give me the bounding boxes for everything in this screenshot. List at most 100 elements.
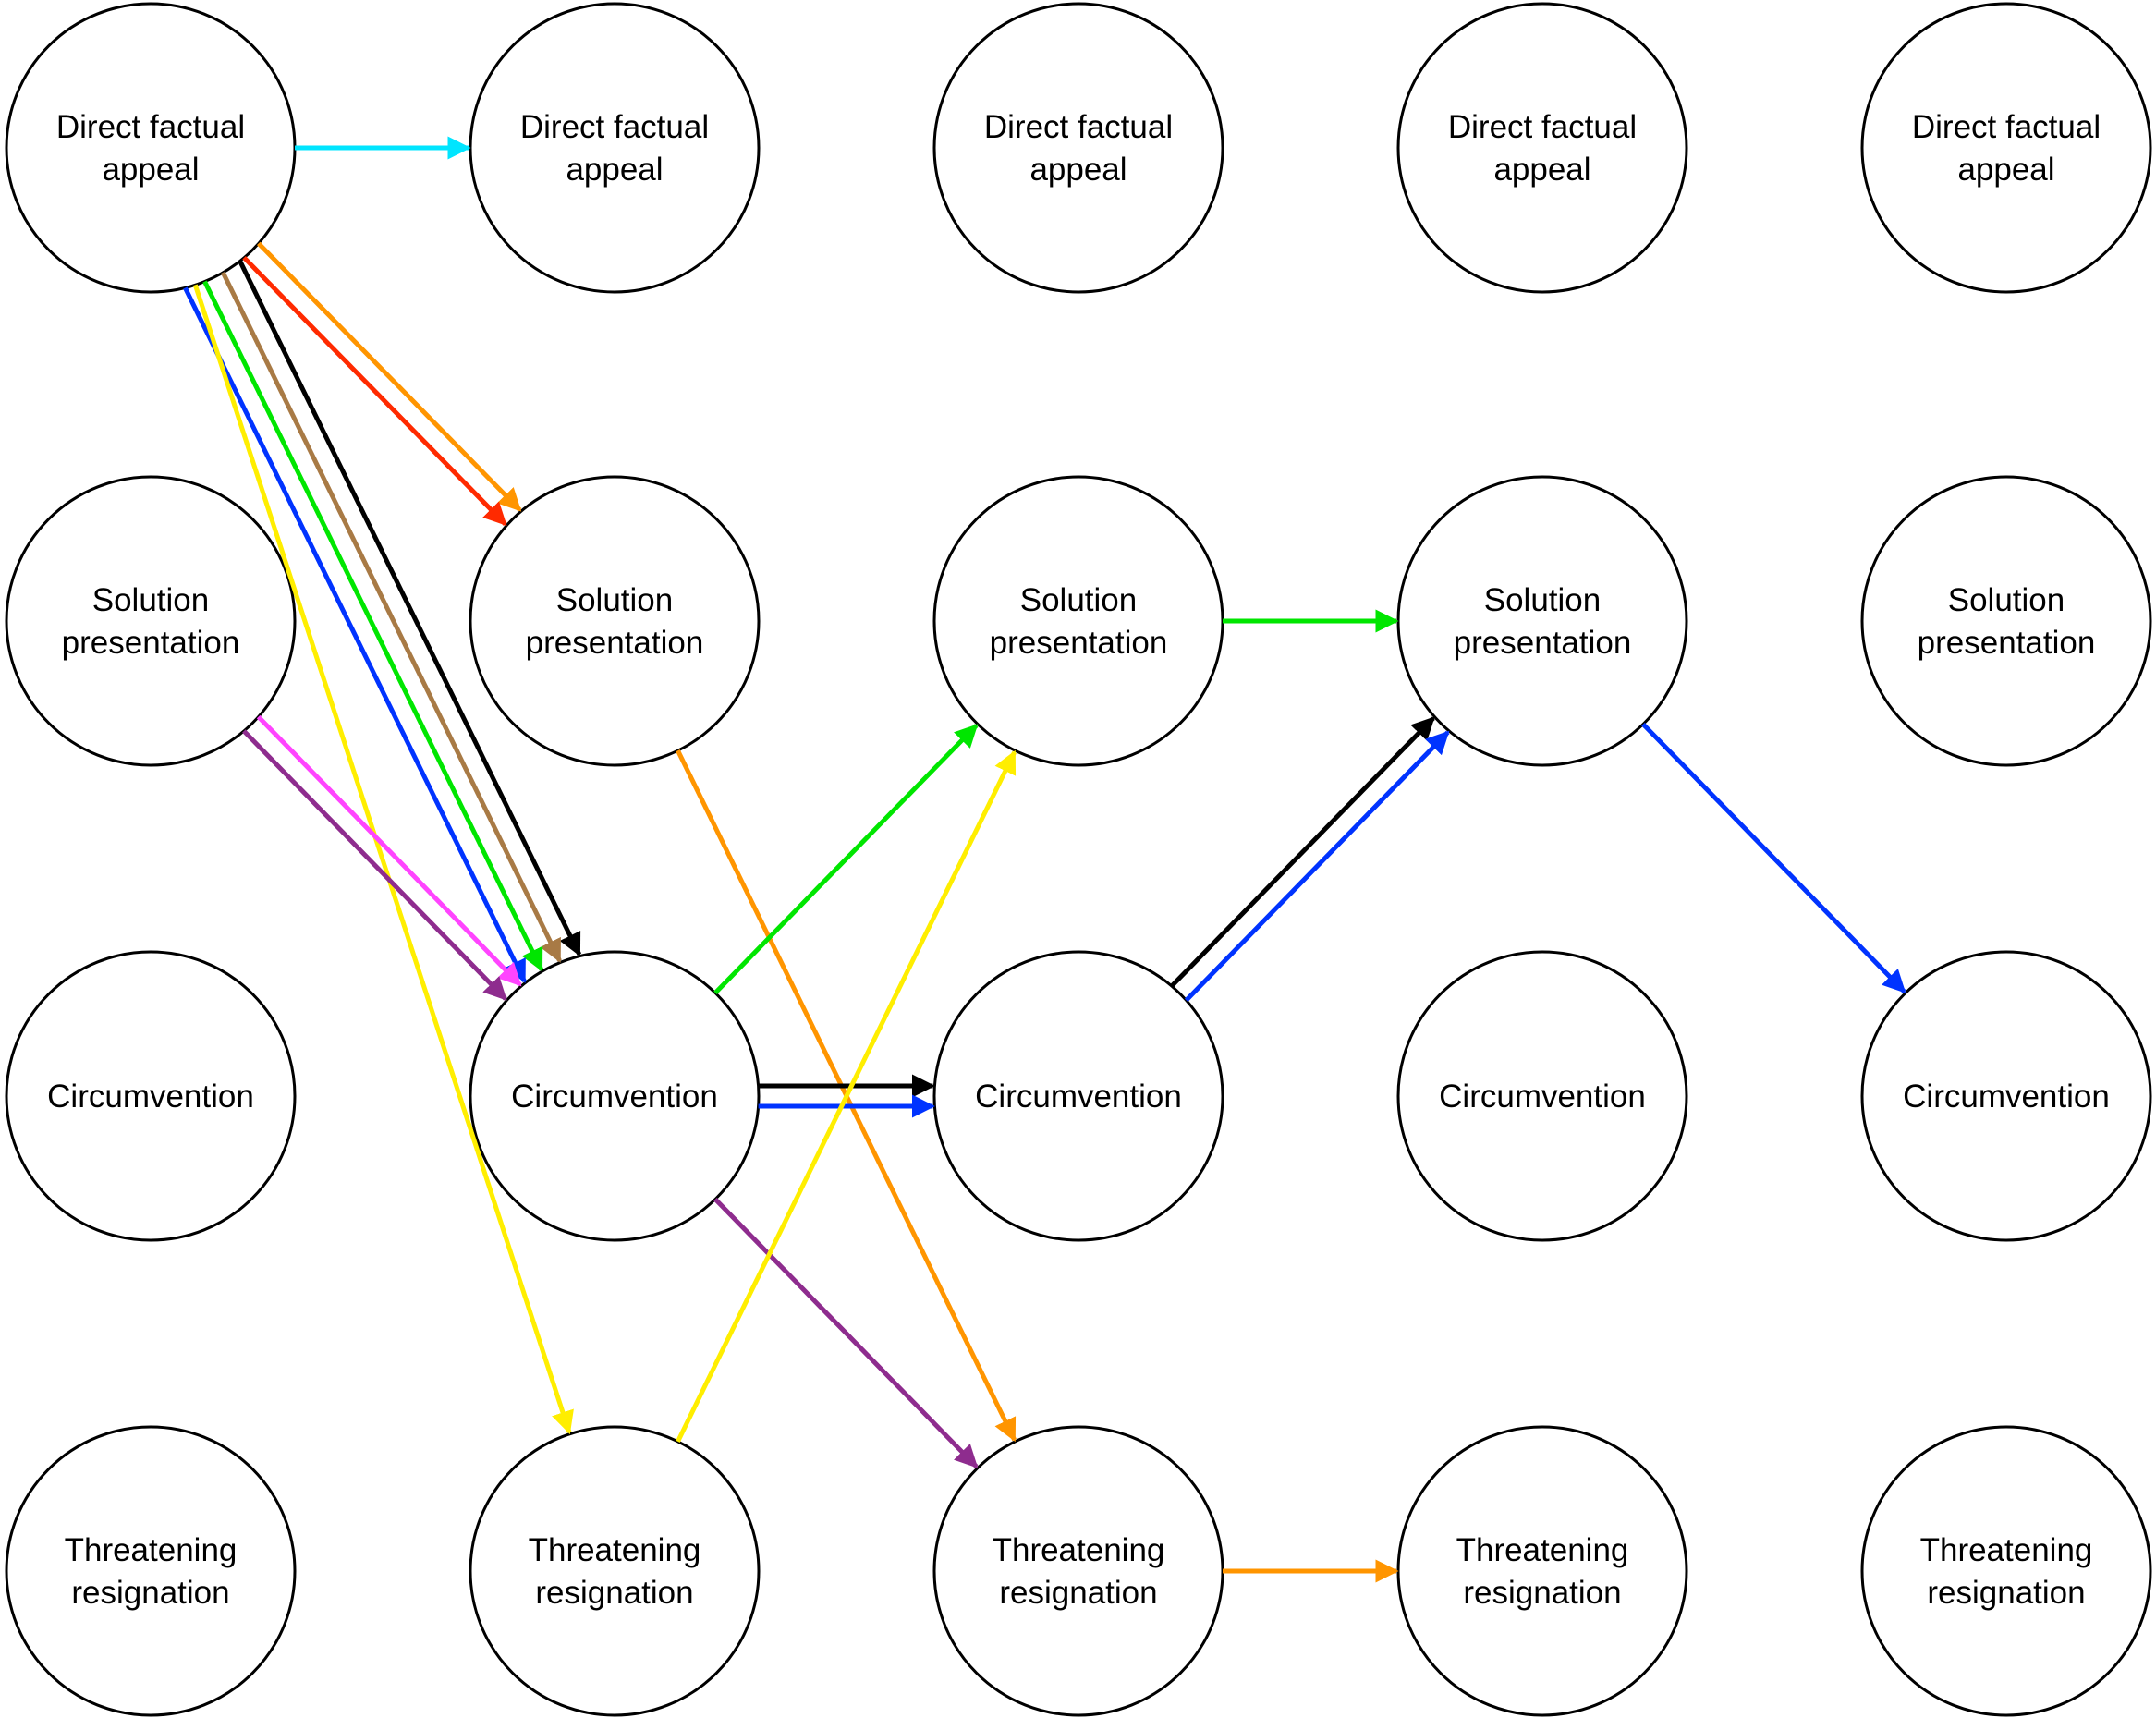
edges-layer	[183, 136, 1906, 1583]
arrow-line	[713, 1197, 979, 1468]
node-label: presentation	[1918, 625, 2096, 661]
node-solution-col5: Solution presentation	[1860, 475, 2152, 767]
node-solution-col2: Solution presentation	[469, 475, 761, 767]
node-label: appeal	[1029, 152, 1127, 188]
node-label: resignation	[1463, 1575, 1621, 1611]
node-circ-col3: Circumvention	[932, 950, 1224, 1242]
node-circ-col1: Circumvention	[5, 950, 297, 1242]
node-label: Circumvention	[1439, 1078, 1646, 1115]
node-label: Solution	[1484, 582, 1601, 618]
node-circle	[932, 1425, 1224, 1717]
arrow-line	[242, 256, 507, 526]
transition-arrow-green	[202, 280, 544, 972]
node-circle	[469, 2, 761, 294]
node-circle	[5, 475, 297, 767]
node-threat-col4: Threatening resignation	[1396, 1425, 1688, 1717]
arrow-line	[1170, 716, 1435, 988]
arrow-line	[192, 284, 574, 1435]
node-label: Threatening	[1456, 1532, 1629, 1568]
node-direct-col5: Direct factual appeal	[1860, 2, 2152, 294]
node-circle	[1396, 950, 1688, 1242]
node-label: presentation	[526, 625, 704, 661]
node-solution-col3: Solution presentation	[932, 475, 1224, 767]
node-circle	[1860, 475, 2152, 767]
arrow-line	[676, 749, 1017, 1443]
node-label: resignation	[535, 1575, 693, 1611]
node-label: presentation	[990, 625, 1168, 661]
node-label: Direct factual	[56, 109, 245, 145]
node-circ-col4: Circumvention	[1396, 950, 1688, 1242]
transition-arrow-black	[1170, 716, 1435, 988]
node-label: Direct factual	[520, 109, 709, 145]
node-circle	[469, 475, 761, 767]
node-label: appeal	[102, 152, 199, 188]
node-direct-col4: Direct factual appeal	[1396, 2, 1688, 294]
arrow-line	[183, 286, 527, 984]
node-circle	[932, 475, 1224, 767]
node-label: Solution	[92, 582, 209, 618]
node-label: Threatening	[993, 1532, 1165, 1568]
node-circle	[1396, 475, 1688, 767]
node-label: appeal	[1957, 152, 2054, 188]
node-label: Circumvention	[975, 1078, 1182, 1115]
transition-arrow-blue	[183, 286, 527, 984]
node-label: appeal	[566, 152, 663, 188]
node-circle	[1396, 2, 1688, 294]
node-label: resignation	[71, 1575, 229, 1611]
node-label: Circumvention	[511, 1078, 718, 1115]
arrow-line	[202, 280, 544, 972]
node-label: Direct factual	[984, 109, 1173, 145]
arrow-line	[1641, 722, 1906, 993]
arrow-line	[238, 260, 582, 956]
node-label: Direct factual	[1912, 109, 2101, 145]
node-circle	[5, 950, 297, 1242]
node-label: Threatening	[65, 1532, 238, 1568]
node-circ-col5: Circumvention	[1860, 950, 2152, 1242]
node-circle	[469, 950, 761, 1242]
node-direct-col1: Direct factual appeal	[5, 2, 297, 294]
node-label: Solution	[1020, 582, 1137, 618]
transition-arrow-red	[242, 256, 507, 526]
node-label: Circumvention	[1903, 1078, 2110, 1115]
transition-arrow-brown	[221, 271, 562, 963]
node-solution-col4: Solution presentation	[1396, 475, 1688, 767]
transition-arrow-blue	[1641, 722, 1906, 993]
node-label: resignation	[999, 1575, 1157, 1611]
node-label: Solution	[556, 582, 673, 618]
node-circle	[1860, 2, 2152, 294]
node-threat-col5: Threatening resignation	[1860, 1425, 2152, 1717]
transition-arrow-orange	[257, 241, 522, 512]
node-circle	[1860, 1425, 2152, 1717]
node-direct-col3: Direct factual appeal	[932, 2, 1224, 294]
node-threat-col2: Threatening resignation	[469, 1425, 761, 1717]
node-label: Direct factual	[1448, 109, 1637, 145]
node-label: Circumvention	[47, 1078, 254, 1115]
node-circle	[1396, 1425, 1688, 1717]
arrow-line	[1184, 730, 1450, 1003]
node-label: presentation	[1454, 625, 1632, 661]
node-label: appeal	[1493, 152, 1590, 188]
transition-arrow-blue	[1184, 730, 1450, 1003]
node-circle	[5, 2, 297, 294]
node-solution-col1: Solution presentation	[5, 475, 297, 767]
node-label: Solution	[1948, 582, 2065, 618]
transition-arrow-magenta	[256, 714, 522, 987]
node-direct-col2: Direct factual appeal	[469, 2, 761, 294]
arrow-line	[221, 271, 562, 963]
node-label: presentation	[62, 625, 240, 661]
transition-arrow-yellow	[676, 749, 1017, 1443]
arrow-line	[256, 714, 522, 987]
node-label: resignation	[1927, 1575, 2085, 1611]
node-circle	[469, 1425, 761, 1717]
transition-arrow-purple	[713, 1197, 979, 1468]
transition-arrow-black	[238, 260, 582, 956]
node-circle	[5, 1425, 297, 1717]
node-label: Threatening	[1920, 1532, 2093, 1568]
arrow-line	[242, 729, 507, 1001]
node-circ-col2: Circumvention	[469, 950, 761, 1242]
transition-arrow-yellow	[192, 284, 574, 1435]
arrow-line	[257, 241, 522, 512]
node-label: Threatening	[529, 1532, 701, 1568]
